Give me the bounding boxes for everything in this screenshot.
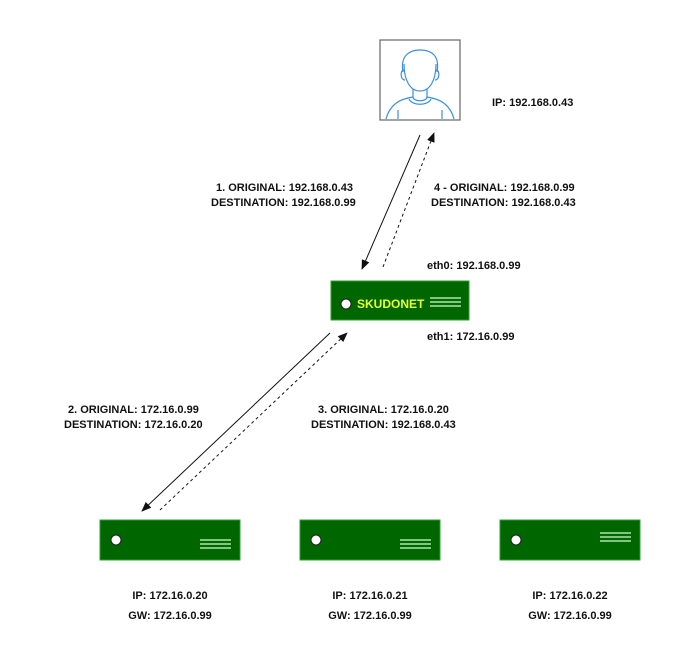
arrow-step2 — [141, 332, 331, 512]
server-3[interactable] — [499, 519, 641, 561]
power-led-icon — [110, 534, 122, 546]
eth0-label: eth0: 192.168.0.99 — [427, 260, 521, 272]
arrow-step4 — [382, 132, 435, 268]
vent-lines-icon — [600, 532, 631, 542]
vent-lines-icon — [400, 539, 431, 549]
power-led-icon — [310, 534, 322, 546]
vent-lines-icon — [200, 539, 231, 549]
server1-ip: IP: 172.16.0.20 — [132, 590, 207, 602]
client-user-icon — [379, 39, 461, 121]
step3-line2: DESTINATION: 192.168.0.43 — [311, 419, 456, 431]
step1-line2: DESTINATION: 192.168.0.99 — [211, 197, 356, 209]
step3-line1: 3. ORIGINAL: 172.16.0.20 — [318, 404, 449, 416]
server2-gw: GW: 172.16.0.99 — [328, 610, 412, 622]
power-led-icon — [340, 298, 352, 310]
eth1-label: eth1: 172.16.0.99 — [427, 331, 514, 343]
step4-line2: DESTINATION: 192.168.0.43 — [431, 197, 576, 209]
skudonet-balancer[interactable]: SKUDONET — [330, 280, 470, 321]
server-2[interactable] — [299, 519, 441, 561]
step4-line1: 4 - ORIGINAL: 192.168.0.99 — [434, 182, 575, 194]
step2-line2: DESTINATION: 172.16.0.20 — [64, 419, 203, 431]
arrow-step1 — [361, 134, 421, 270]
server-1[interactable] — [99, 519, 241, 561]
server3-gw: GW: 172.16.0.99 — [528, 610, 612, 622]
step2-line1: 2. ORIGINAL: 172.16.0.99 — [68, 404, 199, 416]
balancer-name: SKUDONET — [357, 297, 425, 311]
server1-gw: GW: 172.16.0.99 — [128, 610, 212, 622]
arrow-step3 — [159, 332, 348, 511]
server3-ip: IP: 172.16.0.22 — [532, 590, 607, 602]
step1-line1: 1. ORIGINAL: 192.168.0.43 — [216, 182, 353, 194]
vent-lines-icon — [430, 297, 461, 307]
client-ip: IP: 192.168.0.43 — [492, 97, 573, 109]
server2-ip: IP: 172.16.0.21 — [332, 590, 407, 602]
power-led-icon — [510, 534, 522, 546]
